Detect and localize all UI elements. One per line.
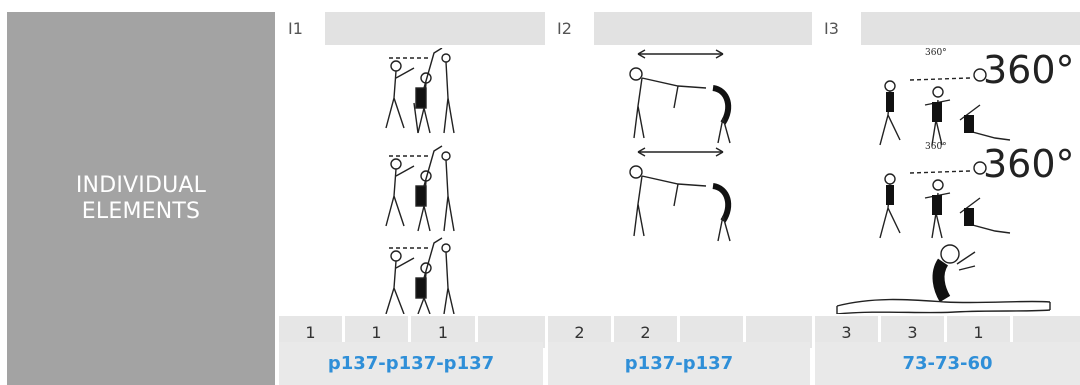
element-column-i3: I3 360° 360° 360° 360°: [815, 12, 1080, 385]
split-figure-icon: [837, 245, 1050, 314]
walkover-figure-icon: [630, 148, 730, 241]
element-header-bar: [325, 12, 545, 45]
spin-figure-icon: [880, 162, 1010, 238]
pyramid-figure-icon-group: [279, 48, 545, 314]
pyramid-figure-icon: [386, 48, 454, 133]
element-id-label: I1: [279, 12, 323, 45]
element-code-link[interactable]: p137-p137: [548, 342, 810, 385]
row-label-panel: INDIVIDUAL ELEMENTS: [7, 12, 275, 385]
row-label-line-2: ELEMENTS: [82, 199, 200, 225]
pyramid-figure-icon: [386, 146, 454, 231]
element-id-label: I2: [548, 12, 592, 45]
element-column-i1: I1: [279, 12, 545, 385]
spin-figure-icon-group: [815, 48, 1080, 314]
element-column-i2: I2 2 2: [548, 12, 812, 385]
element-header-bar: [861, 12, 1080, 45]
element-header-bar: [594, 12, 812, 45]
element-code-link[interactable]: 73-73-60: [815, 342, 1080, 385]
walkover-figure-icon: [630, 50, 730, 143]
element-id-label: I3: [815, 12, 859, 45]
element-code-link[interactable]: p137-p137-p137: [279, 342, 543, 385]
row-label-line-1: INDIVIDUAL: [76, 173, 206, 199]
pyramid-figure-icon: [386, 238, 454, 314]
spin-figure-icon: [880, 69, 1010, 145]
walkover-figure-icon-group: [548, 48, 812, 314]
